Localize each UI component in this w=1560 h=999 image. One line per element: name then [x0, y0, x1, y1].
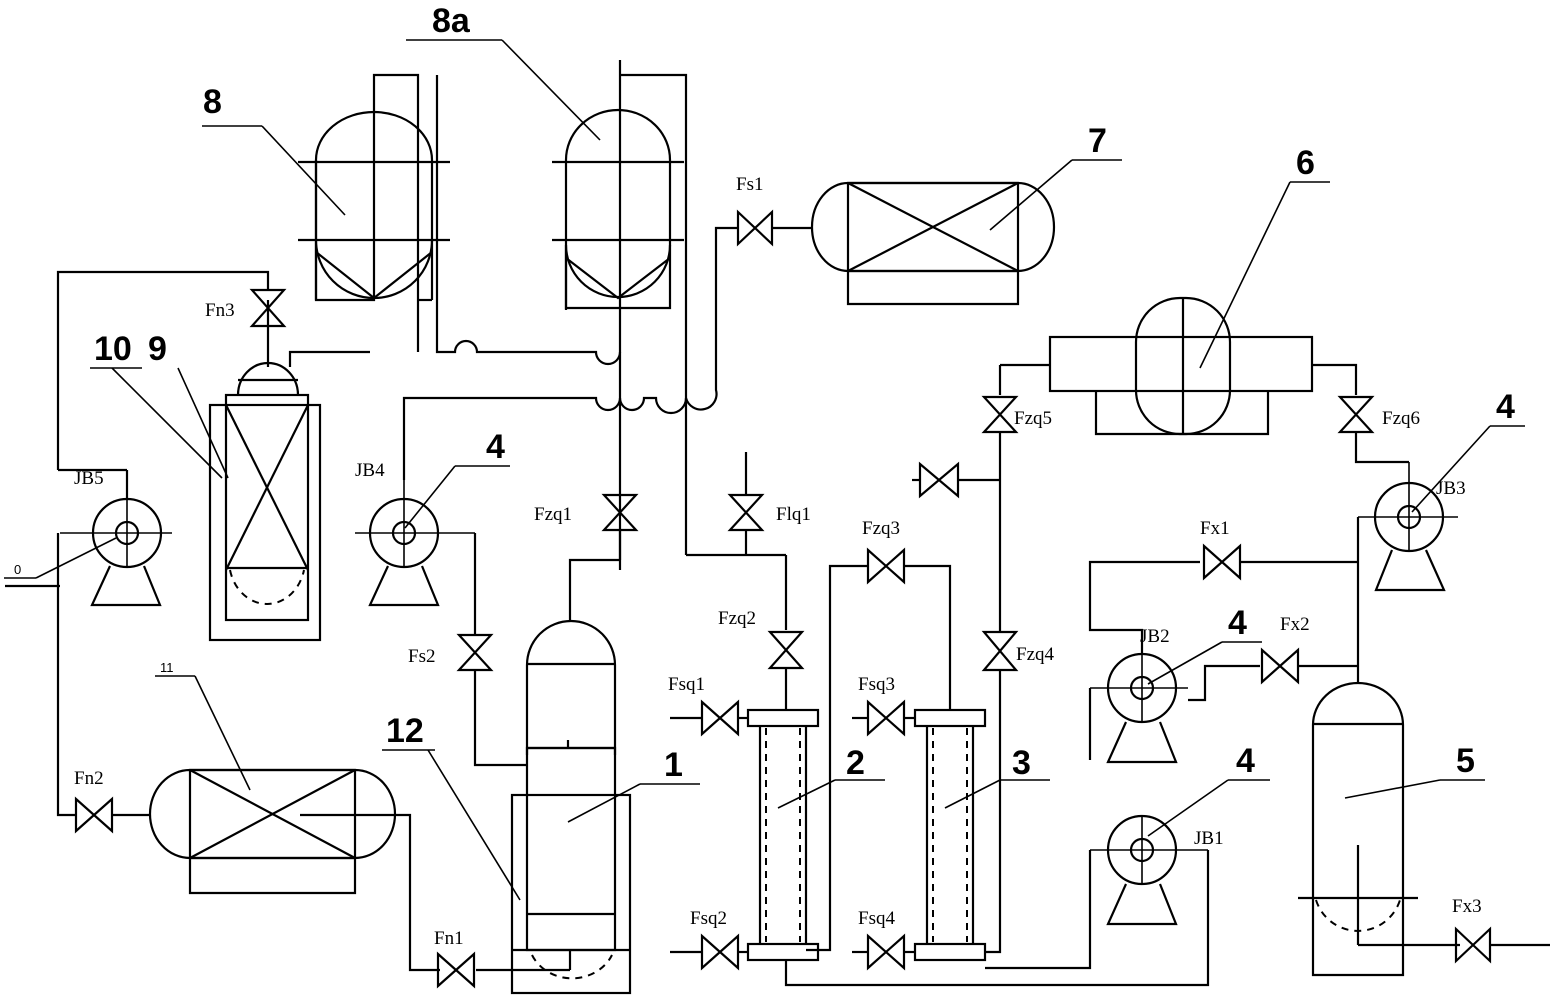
label-fsq3: Fsq3 [858, 674, 895, 695]
label-fsq2: Fsq2 [690, 908, 727, 929]
valve-fs1 [736, 209, 774, 247]
label-jb4: JB4 [355, 460, 385, 481]
label-8: 8 [203, 83, 222, 121]
label-fzq6: Fzq6 [1382, 408, 1420, 429]
label-2: 2 [846, 744, 865, 782]
label-fn2: Fn2 [74, 768, 104, 789]
exchanger-11 [148, 768, 440, 972]
label-flq1: Flq1 [776, 504, 811, 525]
separator-6 [1048, 296, 1314, 436]
label-6: 6 [1296, 144, 1315, 182]
label-jb5: JB5 [74, 468, 104, 489]
label-8a: 8a [432, 2, 471, 40]
label-4-jb4: 4 [486, 428, 505, 466]
valve-fzq4 [981, 630, 1019, 672]
column-9-10 [208, 300, 370, 642]
valve-flq1 [727, 493, 765, 532]
pump-jb4 [355, 480, 475, 607]
label-fzq5: Fzq5 [1014, 408, 1052, 429]
label-jb2: JB2 [1140, 626, 1170, 647]
valve-fn3 [249, 288, 287, 328]
label-fzq3: Fzq3 [862, 518, 900, 539]
label-0: 0 [14, 562, 21, 577]
tank-5 [1298, 681, 1460, 977]
label-4-jb1: 4 [1236, 742, 1255, 780]
label-fzq4: Fzq4 [1016, 644, 1055, 665]
valve-fx3 [1454, 926, 1492, 964]
label-jb1: JB1 [1194, 828, 1224, 849]
valve-fsq2 [700, 933, 740, 971]
label-5: 5 [1456, 742, 1475, 780]
label-3: 3 [1012, 744, 1031, 782]
label-fs2: Fs2 [408, 646, 435, 667]
label-fn3: Fn3 [205, 300, 235, 321]
label-fs1: Fs1 [736, 174, 763, 195]
label-fsq4: Fsq4 [858, 908, 895, 929]
label-10: 10 [94, 330, 132, 368]
pump-jb3 [1358, 462, 1458, 592]
valve-fn2 [74, 796, 114, 834]
valve-fzq3 [866, 547, 906, 585]
pump-jb5 [60, 497, 172, 607]
label-9: 9 [148, 330, 167, 368]
label-jb3: JB3 [1436, 478, 1466, 499]
piping [5, 75, 1550, 987]
valve-fs2 [456, 633, 494, 672]
column-3 [913, 708, 987, 962]
valve-fx1 [1202, 543, 1242, 581]
valve-fx2 [1260, 647, 1300, 685]
label-7: 7 [1088, 122, 1107, 160]
label-4-jb3: 4 [1496, 388, 1515, 426]
valve-fsq1 [700, 699, 740, 737]
exchanger-7 [810, 181, 1056, 306]
label-fx1: Fx1 [1200, 518, 1230, 539]
label-1: 1 [664, 746, 683, 784]
valve-fzq6 [1337, 395, 1375, 434]
label-fzq1: Fzq1 [534, 504, 572, 525]
valve-side [918, 461, 960, 499]
valve-fsq3 [866, 699, 906, 737]
valve-fzq1 [601, 493, 639, 532]
label-fzq2: Fzq2 [718, 608, 756, 629]
column-2 [746, 708, 820, 962]
valve-fn1 [436, 951, 476, 989]
leader-lines [4, 39, 1525, 901]
label-11: 11 [160, 660, 174, 675]
tank-8 [298, 73, 450, 352]
vessel-1 [510, 619, 632, 995]
label-fn1: Fn1 [434, 928, 464, 949]
valve-fsq4 [866, 933, 906, 971]
valve-fzq5 [981, 395, 1019, 434]
tank-8a [552, 60, 688, 570]
pump-jb1 [1090, 814, 1208, 926]
label-4-jb2: 4 [1228, 604, 1247, 642]
label-12: 12 [386, 712, 424, 750]
label-fsq1: Fsq1 [668, 674, 705, 695]
label-fx2: Fx2 [1280, 614, 1310, 635]
label-fx3: Fx3 [1452, 896, 1482, 917]
valve-fzq2 [767, 630, 805, 670]
